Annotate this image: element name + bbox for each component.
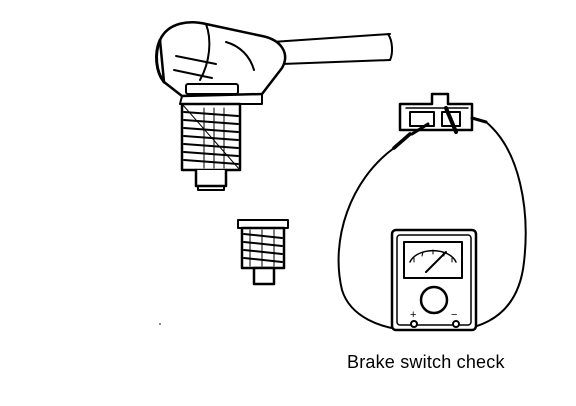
- test-leads: [337, 121, 527, 331]
- stray-dot: [159, 323, 161, 325]
- diagram-caption: Brake switch check: [347, 352, 505, 372]
- switch-threaded-body: [180, 102, 242, 172]
- switch-nut-part: [237, 219, 289, 286]
- switch-cable: [271, 33, 394, 65]
- meter-display: [403, 241, 463, 279]
- multimeter: + −: [390, 228, 478, 332]
- meter-needle: [425, 251, 447, 273]
- brake-switch-assembly: [155, 21, 394, 191]
- negative-terminal-label: −: [451, 309, 457, 321]
- meter-selector-dial: [419, 285, 449, 315]
- positive-terminal-label: +: [410, 309, 416, 321]
- switch-connector: [155, 21, 287, 105]
- negative-terminal: [452, 320, 460, 328]
- test-connector: [398, 92, 488, 136]
- switch-plunger: [194, 168, 228, 191]
- positive-terminal: [410, 320, 418, 328]
